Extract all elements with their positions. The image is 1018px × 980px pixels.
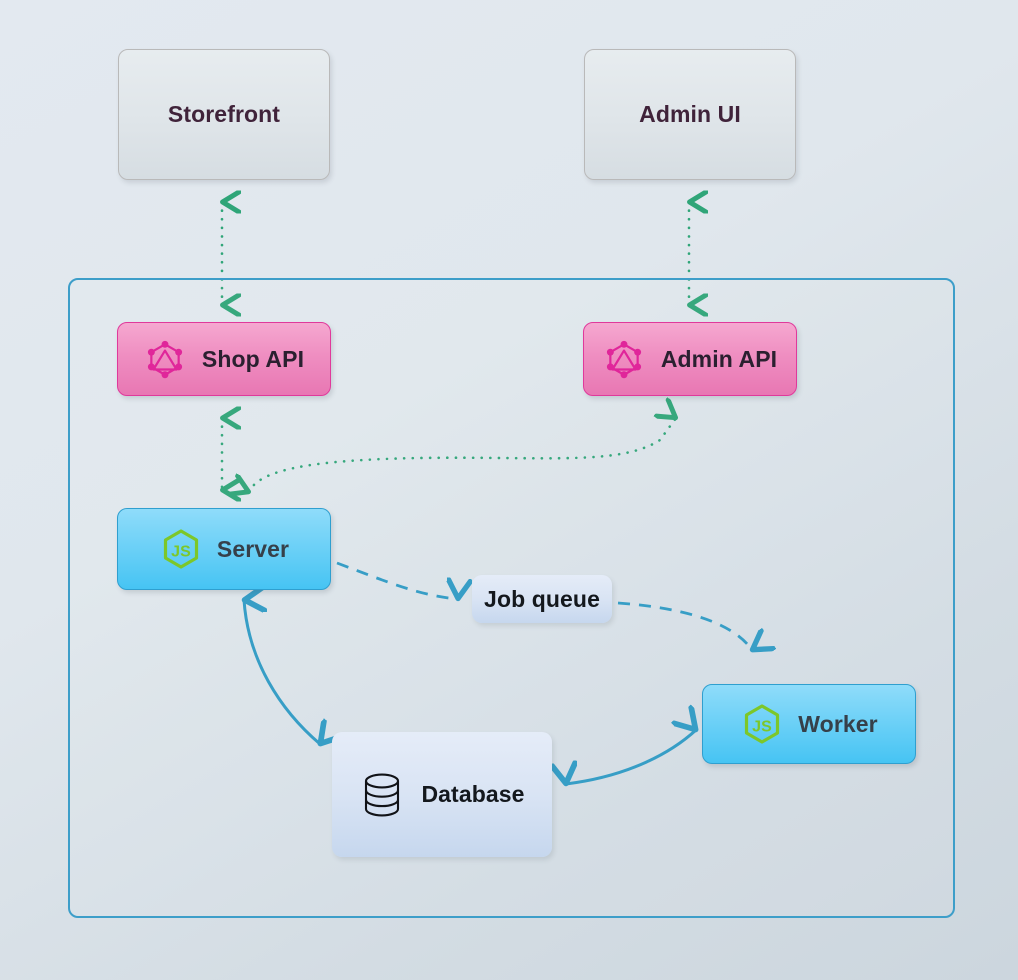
svg-text:JS: JS	[171, 544, 191, 561]
node-shop-api[interactable]: Shop API	[117, 322, 331, 396]
node-admin-api-label: Admin API	[660, 345, 778, 372]
node-worker[interactable]: JS Worker	[702, 684, 916, 764]
nodejs-icon: JS	[159, 527, 203, 571]
database-cylinder-icon	[359, 770, 405, 820]
svg-text:JS: JS	[752, 719, 772, 736]
node-database[interactable]: Database	[332, 732, 552, 857]
graphql-icon	[603, 338, 645, 380]
nodejs-icon: JS	[740, 702, 784, 746]
node-server[interactable]: JS Server	[117, 508, 331, 590]
node-storefront-label: Storefront	[167, 101, 281, 127]
node-admin-ui[interactable]: Admin UI	[584, 49, 796, 180]
node-worker-label: Worker	[798, 710, 878, 737]
node-storefront[interactable]: Storefront	[118, 49, 330, 180]
node-server-label: Server	[216, 535, 290, 562]
node-shop-api-label: Shop API	[201, 345, 305, 372]
node-admin-api[interactable]: Admin API	[583, 322, 797, 396]
node-admin-ui-label: Admin UI	[639, 101, 741, 127]
node-job-queue[interactable]: Job queue	[472, 575, 612, 623]
node-database-label: Database	[421, 781, 525, 807]
node-job-queue-label: Job queue	[484, 585, 600, 612]
graphql-icon	[144, 338, 186, 380]
